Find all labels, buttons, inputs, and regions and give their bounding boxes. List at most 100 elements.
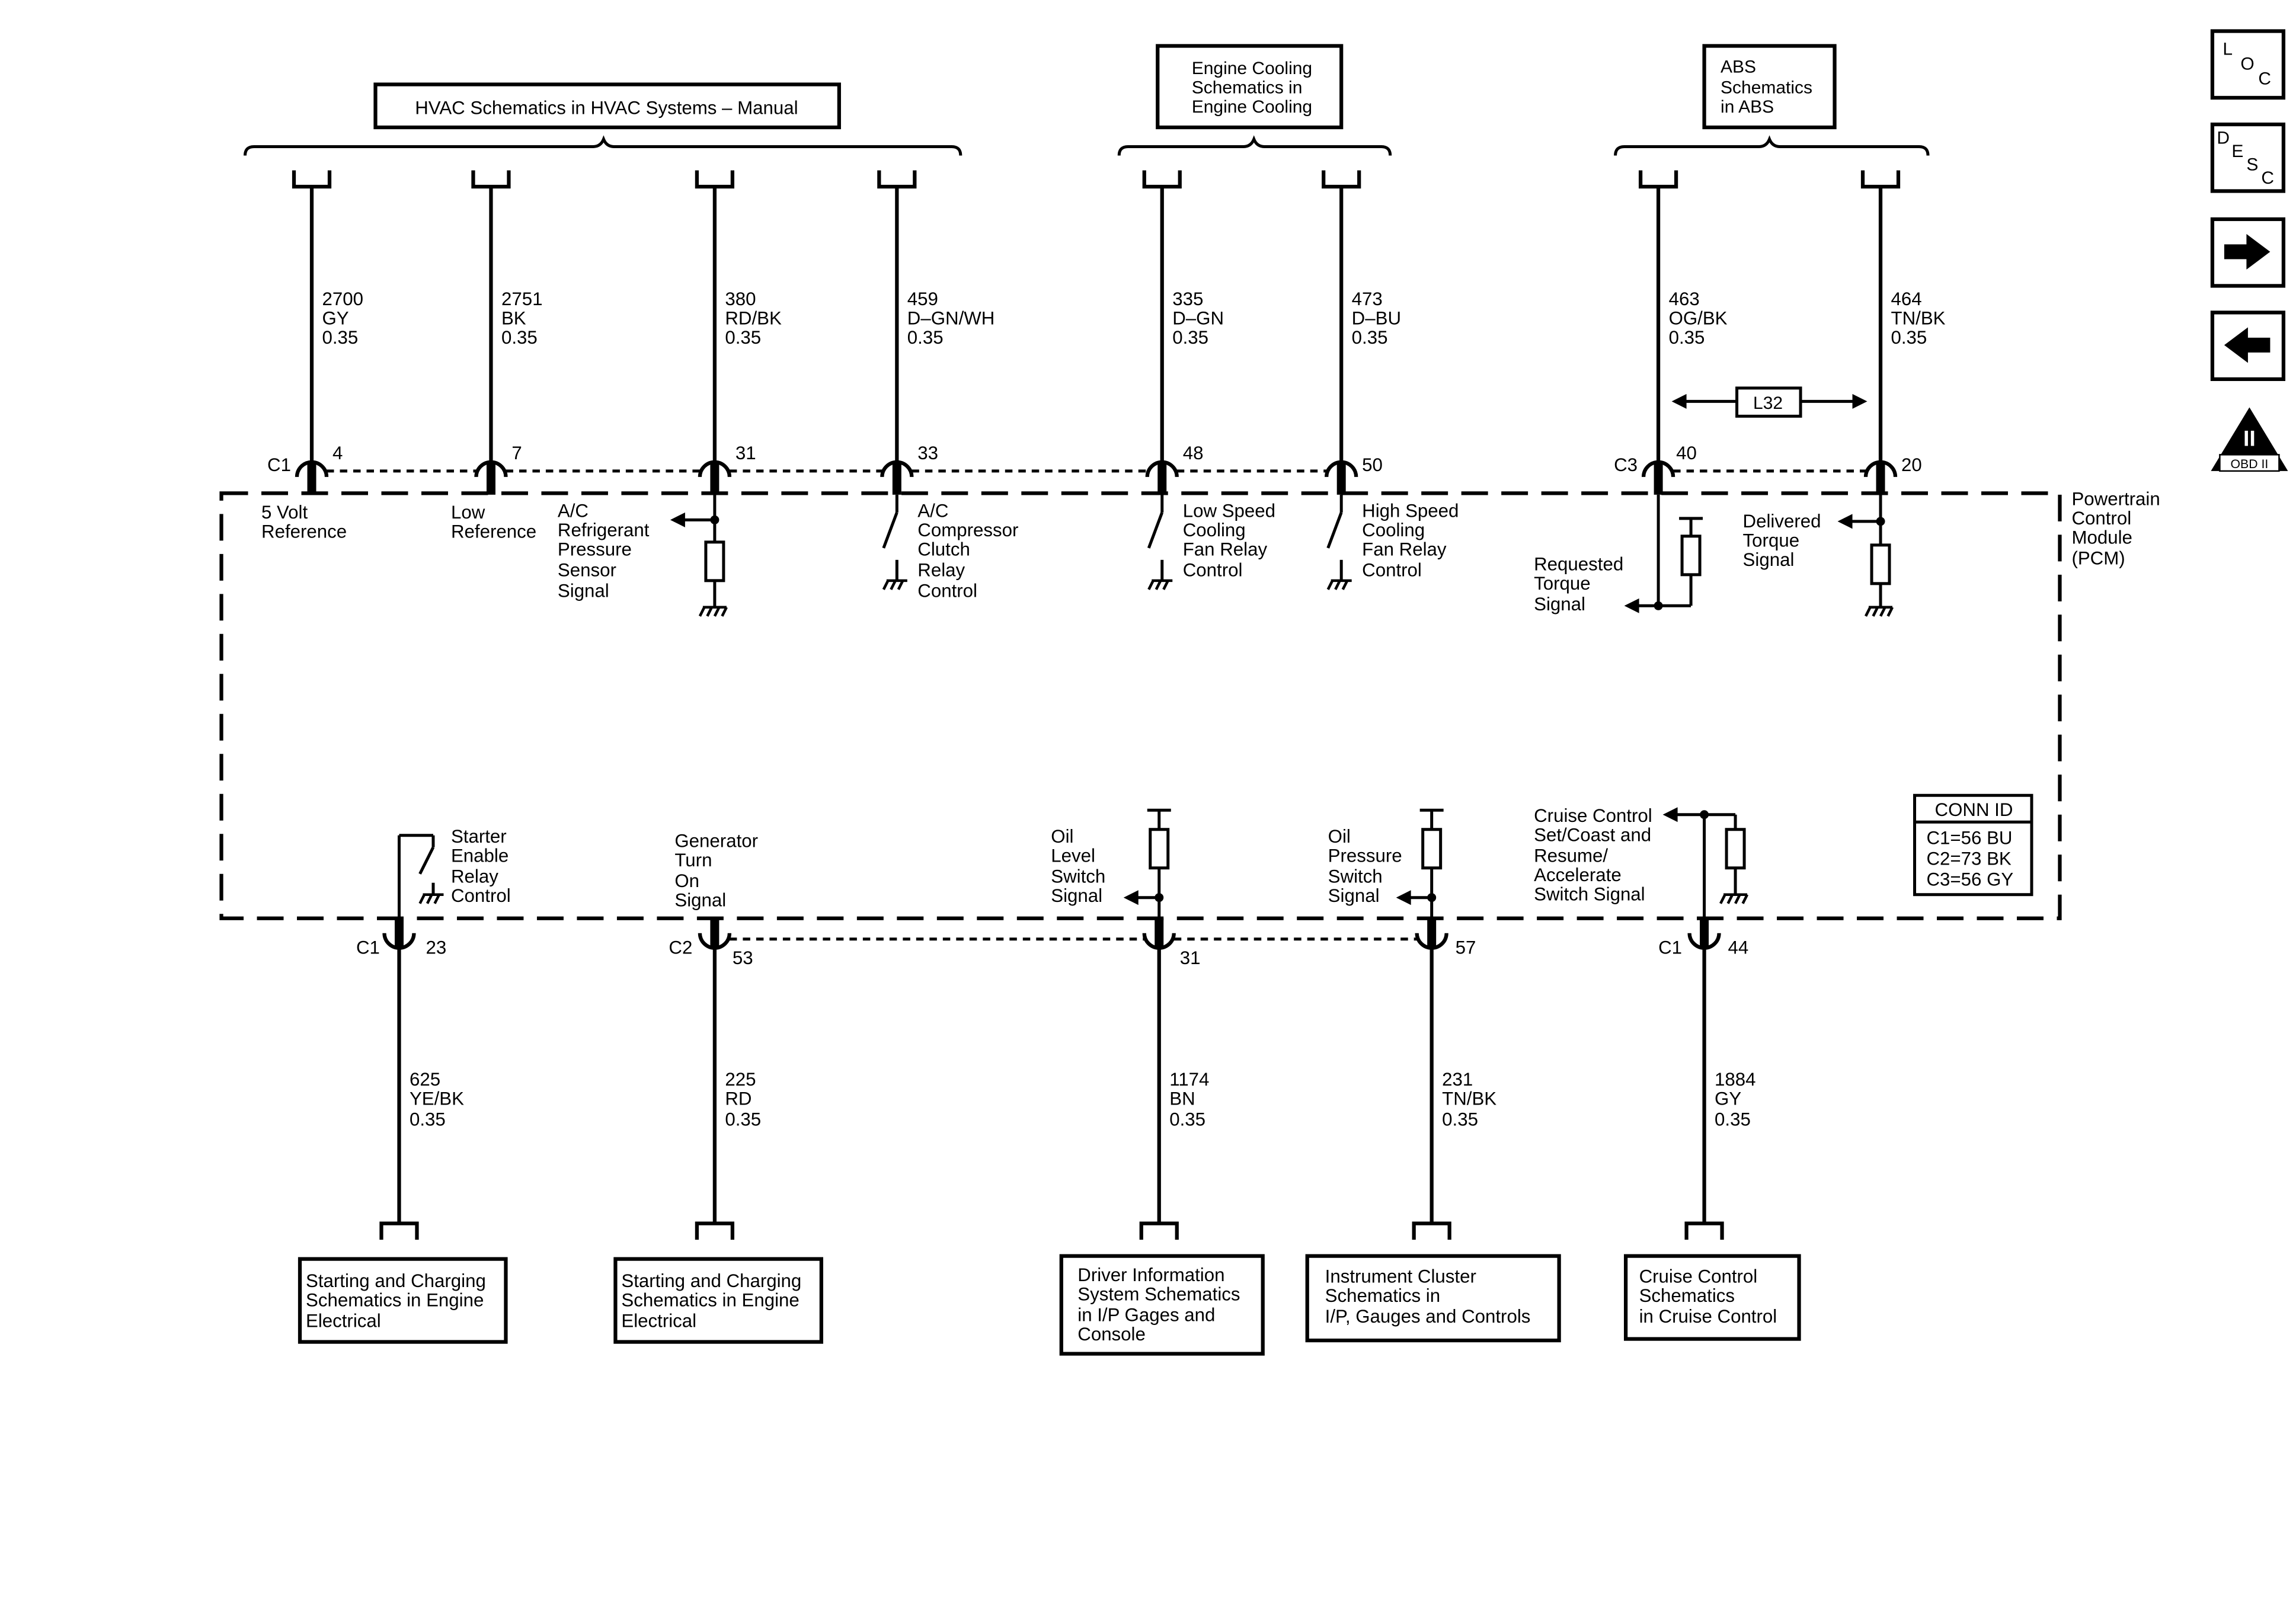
svg-text:E: E [2231,142,2243,161]
svg-text:Signal: Signal [558,580,609,601]
wire-size: 0.35 [907,327,944,348]
svg-text:Relay: Relay [451,866,498,887]
circuit-number: 335 [1172,289,1203,309]
circuit-number: 1174 [1169,1069,1209,1090]
svg-text:Generator: Generator [674,831,758,852]
wire-color: GY [1715,1089,1741,1109]
svg-text:C: C [2261,168,2274,188]
top-function-labels: 5 Volt Reference Low Reference A/C Refri… [261,500,1821,614]
svg-text:Control: Control [1362,559,1422,580]
instrument-cluster-box[interactable]: Instrument Cluster Schematics in I/P, Ga… [1305,1254,1561,1343]
pin-number: 57 [1456,937,1476,958]
back-button[interactable] [2210,311,2286,382]
bottom-wire-labels: 625 YE/BK 0.35 225 RD 0.35 1174 BN 0.35 … [410,1069,1756,1129]
obd-ii-icon[interactable]: II OBD II [2211,407,2288,472]
svg-text:5 Volt: 5 Volt [261,502,308,523]
wire-1884 [1684,948,1724,1240]
pcm-module-outline [219,491,2062,920]
svg-text:Electrical: Electrical [306,1311,381,1331]
svg-text:Cooling: Cooling [1183,520,1246,540]
svg-text:Set/Coast and: Set/Coast and [1534,825,1651,846]
circuit-number: 380 [725,289,756,309]
abs-reference-box[interactable]: ABS Schematics in ABS [1702,44,1837,130]
circuit-number: 463 [1669,289,1700,309]
svg-text:Level: Level [1051,846,1095,866]
svg-text:Cruise Control: Cruise Control [1639,1266,1758,1287]
svg-text:Relay: Relay [917,559,965,580]
wire-color: RD/BK [725,308,782,328]
svg-text:Enable: Enable [451,846,509,866]
bottom-wires [379,948,1724,1240]
pin-number: 53 [733,948,753,968]
pin-number: 7 [511,443,522,463]
svg-text:On: On [674,870,699,891]
svg-text:Fan Relay: Fan Relay [1362,539,1447,559]
svg-text:Pressure: Pressure [1328,846,1402,866]
svg-text:Instrument Cluster: Instrument Cluster [1325,1266,1476,1287]
svg-text:Pressure: Pressure [558,539,632,559]
wire-335 [1142,170,1182,462]
l32-option-indicator: L32 [1671,386,1868,418]
connector-id: C1 [267,454,291,475]
svg-text:Cooling: Cooling [1362,520,1425,540]
pin-number: 31 [1180,948,1201,968]
cruise-control-box[interactable]: Cruise Control Schematics in Cruise Cont… [1623,1254,1801,1341]
svg-text:Low Speed: Low Speed [1183,500,1275,521]
svg-text:Oil: Oil [1051,826,1073,847]
svg-text:in Cruise Control: in Cruise Control [1639,1306,1777,1327]
svg-text:Switch: Switch [1328,866,1383,887]
circuit-number: 2751 [501,289,542,309]
pin-number: 4 [332,443,343,463]
engine-cooling-box-line: Schematics in [1192,78,1303,97]
abs-box-line: Schematics [1721,78,1812,97]
wire-size: 0.35 [1172,327,1208,348]
pin-number: 40 [1676,443,1697,463]
svg-text:Control: Control [1183,559,1243,580]
svg-text:Console: Console [1077,1324,1146,1345]
conn-id-line: C1=56 BU [1927,828,2013,849]
starting-charging-box-1[interactable]: Starting and Charging Schematics in Engi… [298,1257,508,1344]
svg-text:System Schematics: System Schematics [1077,1284,1240,1305]
svg-text:Reference: Reference [261,521,347,542]
right-arrow-icon [2224,233,2271,270]
top-pin-labels: C1 4 7 31 33 48 50 C3 40 20 [267,443,1922,475]
driver-information-box[interactable]: Driver Information System Schematics in … [1059,1254,1265,1356]
wire-231 [1412,948,1451,1240]
conn-id-title: CONN ID [1935,799,2013,820]
loc-button[interactable]: L O C [2210,29,2286,100]
svg-text:Control: Control [451,885,511,906]
svg-text:C: C [2258,69,2271,88]
internal-top-arrowheads [670,512,1885,613]
circuit-number: 625 [410,1069,440,1090]
wire-size: 0.35 [725,1109,761,1130]
engine-cooling-box-line: Engine Cooling [1192,97,1312,117]
svg-text:Signal: Signal [674,890,726,911]
abs-brace [1614,135,1930,156]
engine-cooling-box-line: Engine Cooling [1192,59,1312,78]
wire-2751 [471,170,511,462]
svg-text:Signal: Signal [1743,549,1795,570]
ground-symbols-bottom [418,893,1749,904]
wire-size: 0.35 [1891,327,1927,348]
circuit-number: 464 [1891,289,1922,309]
svg-text:Electrical: Electrical [621,1311,696,1331]
internal-top-circuits [682,494,1891,607]
svg-text:Compressor: Compressor [917,520,1018,540]
svg-text:(PCM): (PCM) [2071,548,2125,568]
hvac-reference-box[interactable]: HVAC Schematics in HVAC Systems – Manual [373,82,841,130]
svg-text:Fan Relay: Fan Relay [1183,539,1268,559]
wire-size: 0.35 [501,327,538,348]
starting-charging-box-2[interactable]: Starting and Charging Schematics in Engi… [613,1257,823,1344]
pcm-module-name: Powertrain Control Module (PCM) [2071,488,2160,568]
wire-459 [877,170,917,462]
desc-button[interactable]: D E S C [2210,122,2286,193]
svg-text:I/P, Gauges and Controls: I/P, Gauges and Controls [1325,1306,1531,1327]
svg-text:Refrigerant: Refrigerant [558,520,650,540]
forward-button[interactable] [2210,217,2286,288]
engine-cooling-reference-box[interactable]: Engine Cooling Schematics in Engine Cool… [1156,44,1344,130]
wire-2700 [292,170,332,462]
wire-size: 0.35 [725,327,761,348]
obd-label: OBD II [2231,457,2269,471]
svg-text:Oil: Oil [1328,826,1351,847]
